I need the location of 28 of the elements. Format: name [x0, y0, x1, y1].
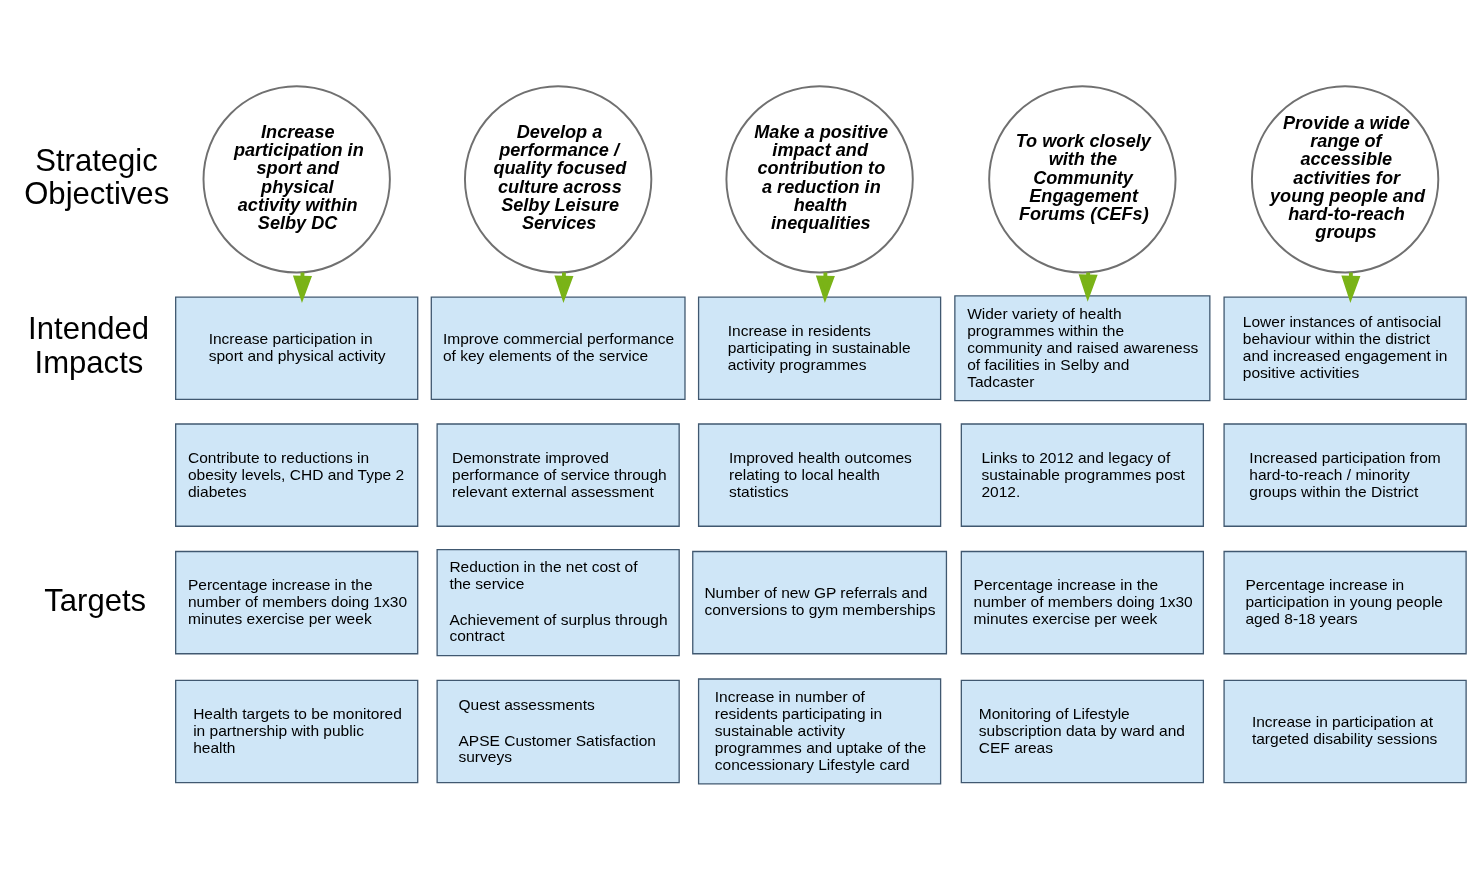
node-box: Percentage increase in the number of members doing 1x30 minutes exercise per week — [175, 550, 419, 655]
node-box: Wider variety of health programmes within the community and raised awareness of facilities in Selby and Tadcaster — [954, 295, 1211, 402]
node-box: Links to 2012 and legacy of sustainable programmes post 2012. — [960, 423, 1204, 527]
node-circle: To work closely with the Community Engagement Forums (CEFs) — [988, 85, 1177, 274]
node-box: Lower instances of antisocial behaviour within the district and increased engagement in positive activities — [1223, 296, 1467, 401]
label: Intended Impacts — [28, 311, 149, 381]
node-box: Increase participation in sport and physical activity — [175, 296, 419, 401]
node-box: Monitoring of Lifestyle subscription data by ward and CEF areas — [960, 679, 1204, 784]
node-box: Reduction in the net cost of the service Achievement of surplus through contract — [436, 548, 680, 657]
node-box: Improve commercial performance of key elements of the service — [430, 296, 686, 401]
node-circle: Provide a wide range of accessible activities for young people and hard-to-reach groups — [1250, 85, 1440, 274]
node-circle: Develop a performance / quality focused culture across Selby Leisure Services — [463, 85, 653, 274]
node-box: Increase in number of residents participating in sustainable activity programmes and uptake of the concessionary Lifestyle card — [697, 678, 942, 785]
node-circle: Increase participation in sport and physical activity within Selby DC — [202, 85, 391, 274]
node-box: Increase in residents participating in sustainable activity programmes — [697, 296, 942, 401]
node-box: Demonstrate improved performance of service through relevant external assessment — [436, 423, 680, 527]
node-circle: Make a positive impact and contribution to a reduction in health inequalities — [725, 85, 914, 274]
node-box: Number of new GP referrals and conversions to gym memberships — [692, 550, 948, 655]
node-box: Percentage increase in the number of members doing 1x30 minutes exercise per week — [960, 550, 1204, 655]
label: Strategic Objectives — [24, 142, 170, 212]
node-box: Increased participation from hard-to-reach / minority groups within the District — [1223, 423, 1467, 527]
node-box: Contribute to reductions in obesity levels, CHD and Type 2 diabetes — [175, 423, 419, 527]
node-box: Health targets to be monitored in partnership with public health — [175, 679, 419, 784]
label: Targets — [44, 582, 147, 618]
node-box: Improved health outcomes relating to local health statistics — [697, 423, 942, 527]
node-box: Increase in participation at targeted disability sessions — [1223, 679, 1467, 784]
node-box: Percentage increase in participation in young people aged 8-18 years — [1223, 550, 1467, 655]
node-box: Quest assessments APSE Customer Satisfaction surveys — [436, 679, 680, 784]
